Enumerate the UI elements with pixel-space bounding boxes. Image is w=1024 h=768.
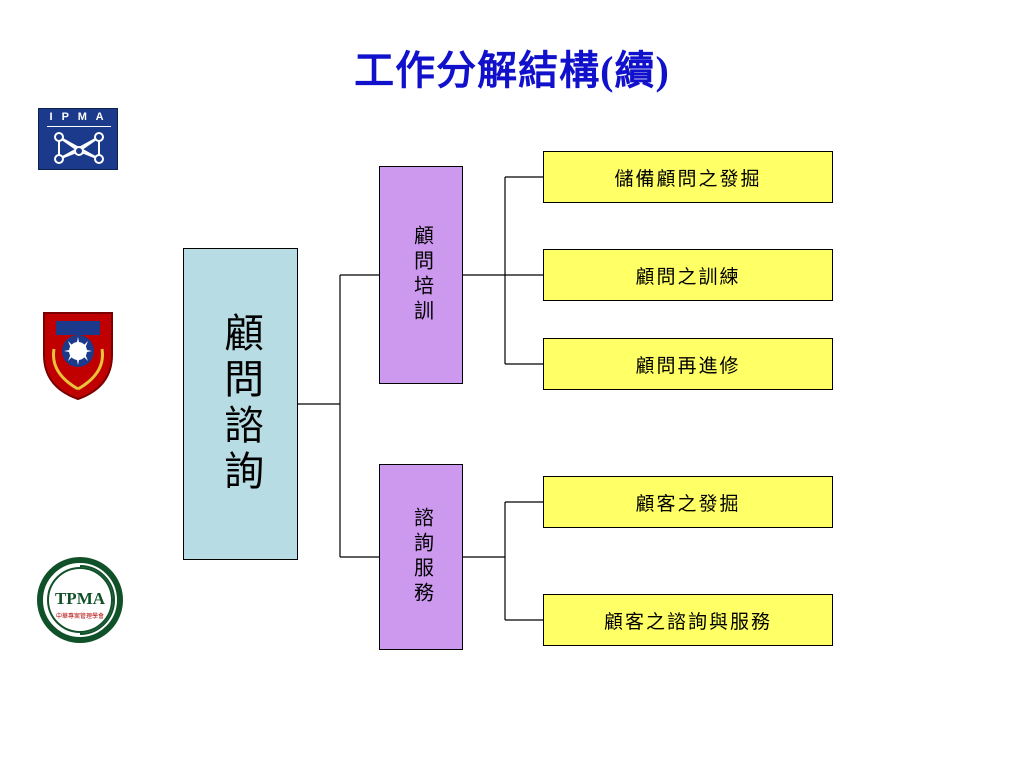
node-branch-consulting-label: 諮詢服務 <box>410 507 433 607</box>
node-leaf-customer-consulting-service[interactable]: 顧客之諮詢與服務 <box>543 594 833 646</box>
node-branch-training[interactable]: 顧問培訓 <box>379 166 463 384</box>
ipma-logo-label: I P M A <box>49 111 107 123</box>
tpma-logo: TPMA 中華專案管理學會 <box>34 556 126 644</box>
roc-shield-logo <box>36 307 120 403</box>
node-root-label: 顧問諮詢 <box>218 312 264 496</box>
ipma-logo: I P M A <box>38 108 118 170</box>
node-root[interactable]: 顧問諮詢 <box>183 248 298 560</box>
tpma-logo-mark <box>37 557 123 643</box>
node-leaf-customer-discovery[interactable]: 顧客之發掘 <box>543 476 833 528</box>
node-leaf-consultant-training[interactable]: 顧問之訓練 <box>543 249 833 301</box>
node-branch-training-label: 顧問培訓 <box>410 225 433 325</box>
page-title: 工作分解結構(續) <box>354 48 670 93</box>
node-leaf-consultant-advanced-study[interactable]: 顧問再進修 <box>543 338 833 390</box>
roc-shield-logo-mark <box>43 312 113 401</box>
tpma-logo-sublabel: 中華專案管理學會 <box>55 614 104 620</box>
node-branch-consulting[interactable]: 諮詢服務 <box>379 464 463 650</box>
ipma-logo-mark <box>54 132 104 164</box>
tpma-logo-label: TPMA <box>54 589 106 608</box>
node-leaf-reserve-consultant-recruiting[interactable]: 儲備顧問之發掘 <box>543 151 833 203</box>
ipma-logo-underline <box>47 126 111 127</box>
